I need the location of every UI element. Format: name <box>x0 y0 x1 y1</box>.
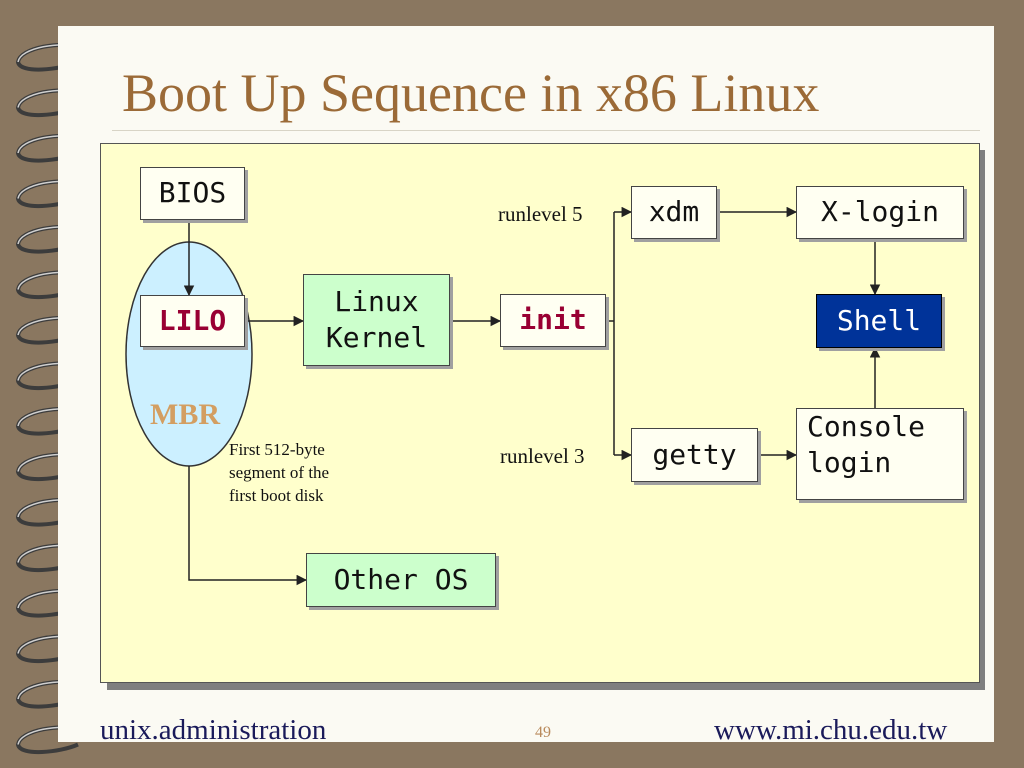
footer-course-name: unix.administration <box>100 714 327 746</box>
footer-page-number: 49 <box>535 724 551 741</box>
console-login-line1: Console <box>807 410 926 443</box>
xdm-box: xdm <box>631 186 717 239</box>
footer-website: www.mi.chu.edu.tw <box>714 714 948 746</box>
runlevel5-label: runlevel 5 <box>498 202 583 226</box>
console-login-line2: login <box>807 446 892 480</box>
mbr-note-line3: first boot disk <box>229 486 324 505</box>
mbr-note: First 512-byte segment of the first boot… <box>229 438 329 507</box>
mbr-note-line2: segment of the <box>229 463 330 482</box>
mbr-note-line1: First 512-byte <box>229 440 325 459</box>
xlogin-box: X-login <box>796 186 964 239</box>
linux-kernel-line1: Linux <box>334 284 419 318</box>
linux-kernel-box: Linux Kernel <box>303 274 450 366</box>
mbr-label: MBR <box>150 398 220 431</box>
init-box: init <box>500 294 606 347</box>
lilo-box: LILO <box>140 295 245 347</box>
bios-box: BIOS <box>140 167 245 220</box>
console-login-box: Console login <box>796 408 964 500</box>
runlevel3-label: runlevel 3 <box>500 444 585 468</box>
shell-box: Shell <box>816 294 942 348</box>
slide-title: Boot Up Sequence in x86 Linux <box>122 63 820 123</box>
linux-kernel-line2: Kernel <box>325 321 428 354</box>
getty-box: getty <box>631 428 758 482</box>
other-os-box: Other OS <box>306 553 496 607</box>
title-divider <box>112 130 980 131</box>
